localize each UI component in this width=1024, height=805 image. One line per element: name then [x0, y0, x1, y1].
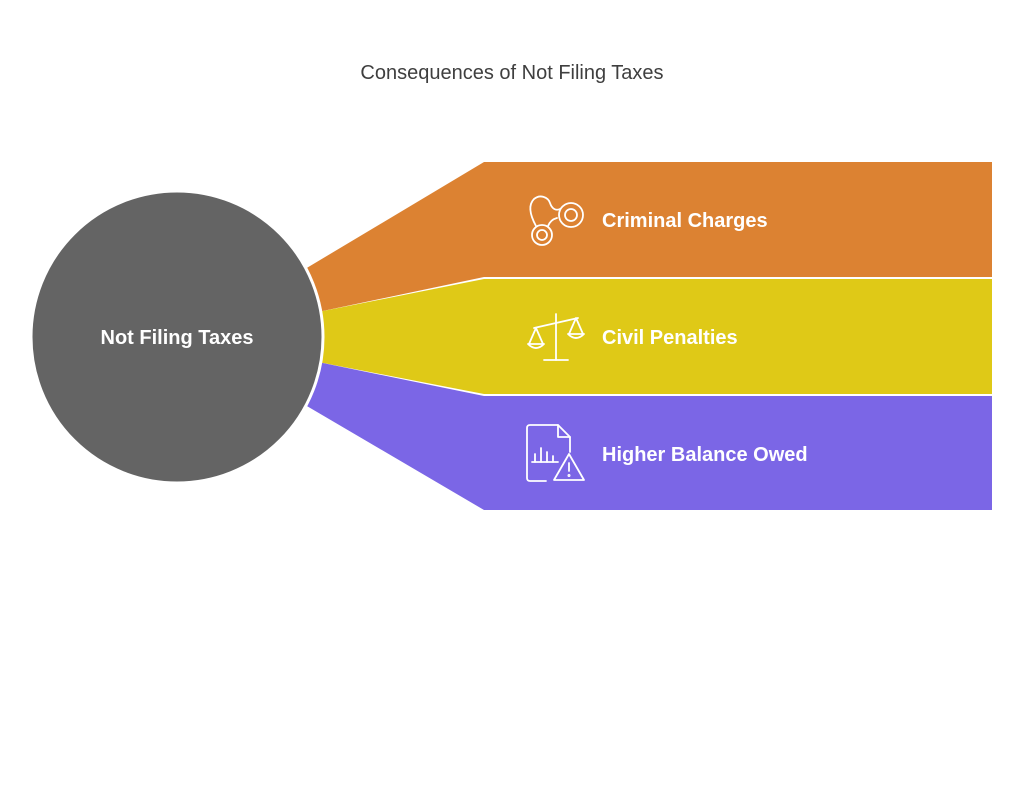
- branch-higher-balance-owed: [300, 362, 992, 510]
- handcuffs-icon: [529, 195, 584, 246]
- diagram-title: Consequences of Not Filing Taxes: [360, 62, 664, 84]
- document-chart-warning-icon: [526, 424, 585, 482]
- band-civil-penalties: [318, 279, 992, 394]
- band-higher-balance-owed: [300, 362, 992, 510]
- branch-label-civil-penalties: Civil Penalties: [602, 327, 738, 349]
- branch-civil-penalties: [318, 279, 992, 394]
- hub-circle: [29, 189, 325, 485]
- branch-criminal-charges: [300, 162, 992, 312]
- scales-icon: [527, 313, 585, 361]
- band-criminal-charges: [300, 162, 992, 312]
- branch-label-criminal-charges: Criminal Charges: [602, 210, 768, 232]
- hub-label: Not Filing Taxes: [101, 327, 254, 349]
- branch-label-higher-balance-owed: Higher Balance Owed: [602, 444, 808, 466]
